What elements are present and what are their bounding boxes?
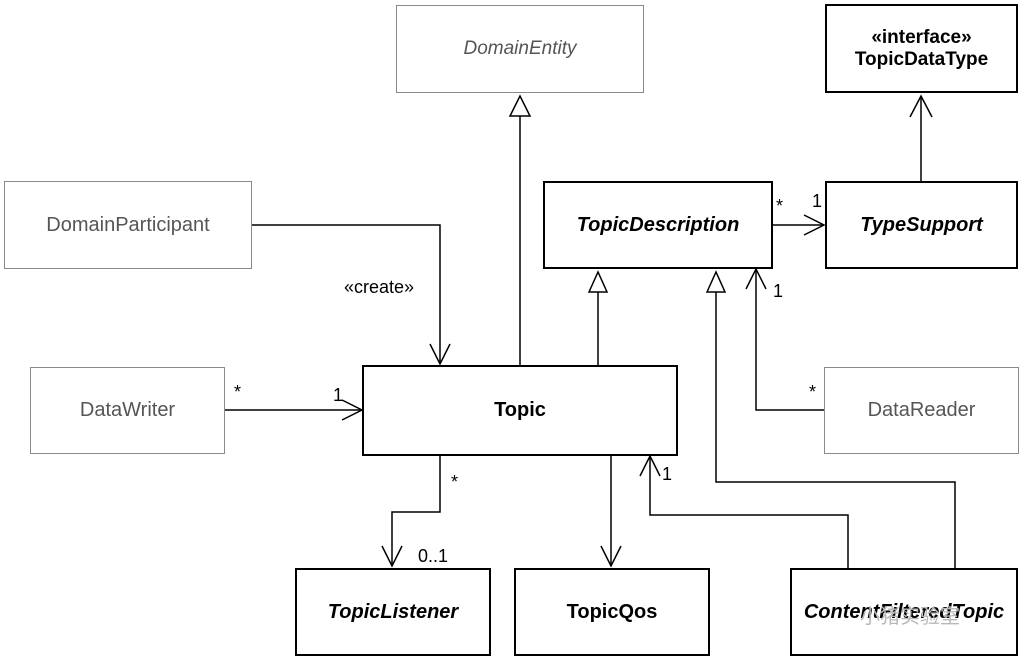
generalization-arrowhead: [705, 270, 727, 293]
class-topic: Topic: [362, 365, 678, 456]
class-name: ContentFilteredTopic: [803, 600, 1005, 623]
open-arrowhead: [745, 267, 767, 290]
multiplicity-label: 1: [333, 385, 344, 405]
class-name: TypeSupport: [860, 213, 983, 236]
cft-topic-association: [649, 456, 849, 568]
class-domain-participant: DomainParticipant: [4, 181, 252, 269]
class-data-reader: DataReader: [824, 367, 1019, 454]
class-name: TopicListener: [327, 600, 459, 623]
class-content-filtered-topic: ContentFilteredTopic: [790, 568, 1018, 656]
class-name: DomainEntity: [463, 38, 577, 59]
multiplicity-label: 1: [662, 464, 673, 484]
open-arrowhead: [381, 545, 403, 568]
open-arrowhead: [909, 94, 933, 118]
multiplicity-label: *: [451, 472, 459, 492]
multiplicity-label: *: [809, 382, 817, 402]
open-arrowhead: [600, 545, 622, 568]
class-topic-data-type: «interface» TopicDataType: [825, 4, 1018, 93]
multiplicity-label: 0..1: [418, 546, 449, 566]
open-arrowhead: [639, 454, 661, 477]
class-name: TopicDataType: [854, 48, 989, 70]
multiplicity-label: 1: [812, 191, 823, 211]
reader-description-association: [755, 269, 824, 411]
class-topic-qos: TopicQos: [514, 568, 710, 656]
class-name: DomainParticipant: [46, 213, 210, 236]
class-domain-entity: DomainEntity: [396, 5, 644, 93]
generalization-arrowhead: [587, 270, 609, 293]
open-arrowhead: [429, 343, 451, 366]
open-arrowhead: [803, 214, 826, 236]
class-name: Topic: [494, 399, 546, 421]
class-topic-description: TopicDescription: [543, 181, 773, 269]
class-name: TopicQos: [566, 600, 658, 623]
class-type-support: TypeSupport: [825, 181, 1018, 269]
class-name: DataReader: [867, 399, 976, 421]
class-name: TopicDescription: [576, 213, 740, 236]
class-topic-listener: TopicListener: [295, 568, 491, 656]
class-stereotype: «interface»: [871, 26, 972, 48]
multiplicity-label: 1: [773, 281, 784, 301]
watermark: 小猪实验室: [860, 606, 960, 628]
topic-listener-association: [391, 456, 441, 566]
cft-description-generalization: [715, 292, 956, 568]
class-data-writer: DataWriter: [30, 367, 225, 454]
generalization-arrowhead: [508, 94, 532, 117]
multiplicity-label: *: [234, 382, 242, 402]
participant-topic-create-line: [252, 224, 441, 364]
multiplicity-label: *: [776, 196, 784, 216]
class-name: DataWriter: [79, 399, 176, 421]
create-stereotype-label: «create»: [344, 277, 415, 297]
